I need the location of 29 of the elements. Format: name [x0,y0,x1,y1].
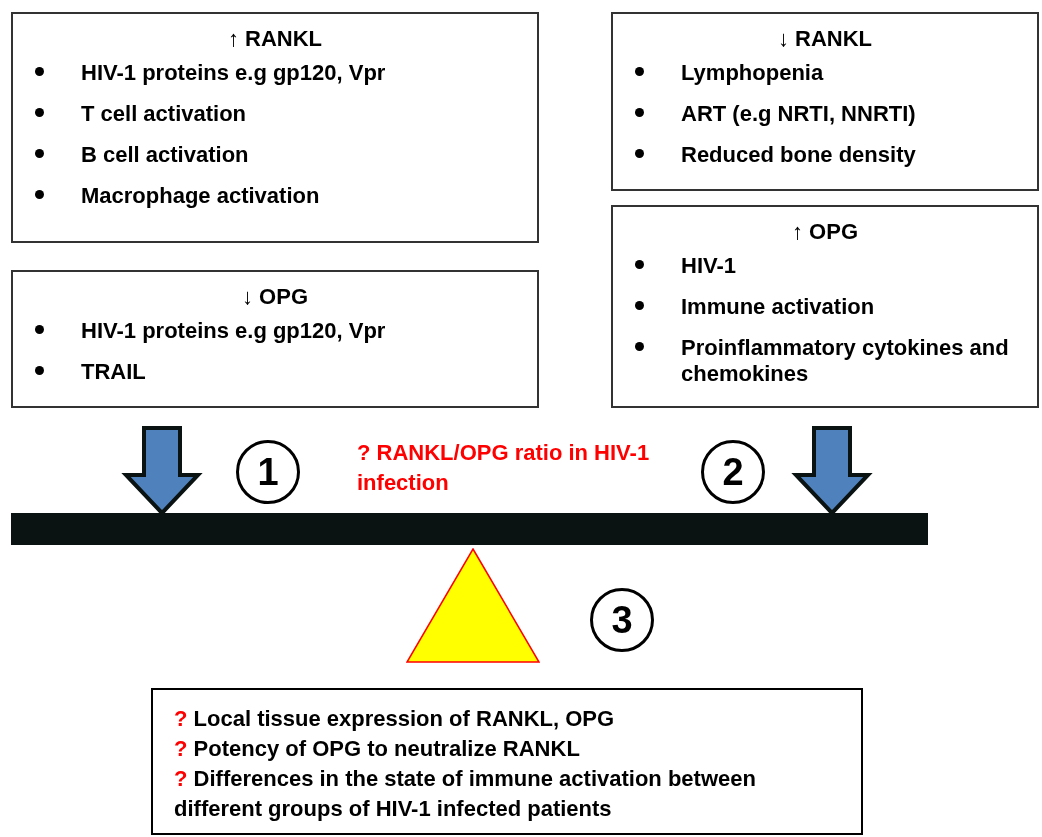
bullet-text: HIV-1 [681,253,738,280]
box-heading: ↓ RANKL [776,26,874,52]
factor-box [611,12,1039,191]
factor-box [611,205,1039,408]
ratio-note: ? RANKL/OPG ratio in HIV-1 infection [357,439,651,497]
factor-box [11,12,539,243]
box-heading: ↑ RANKL [226,26,324,52]
bullet-text: Immune activation [681,294,876,321]
block-arrow [121,426,203,516]
bullet-text: HIV-1 proteins e.g gp120, Vpr [81,60,387,87]
bullet-text: Macrophage activation [81,183,321,210]
question-item: ? Differences in the state of immune activation between different groups of HIV-1 infected patients [174,765,757,823]
bullet-text: HIV-1 proteins e.g gp120, Vpr [81,318,387,345]
bullet-text: ART (e.g NRTI, NNRTI) [681,101,917,128]
box-heading: ↑ OPG [791,219,859,245]
question-item: ? Local tissue expression of RANKL, OPG [174,705,616,733]
fulcrum-triangle [406,548,540,663]
bullet-text: T cell activation [81,101,248,128]
bullet-text: B cell activation [81,142,250,169]
factor-box [11,270,539,408]
bullet-text: Reduced bone density [681,142,917,169]
bullet-text: TRAIL [81,359,147,386]
question-item: ? Potency of OPG to neutralize RANKL [174,735,581,763]
bullet-text: Proinflammatory cytokines and chemokines [681,335,1010,387]
bullet-text: Lymphopenia [681,60,825,87]
question-box [151,688,863,835]
box-heading: ↓ OPG [241,284,309,310]
balance-beam [11,513,928,545]
block-arrow [791,426,873,516]
